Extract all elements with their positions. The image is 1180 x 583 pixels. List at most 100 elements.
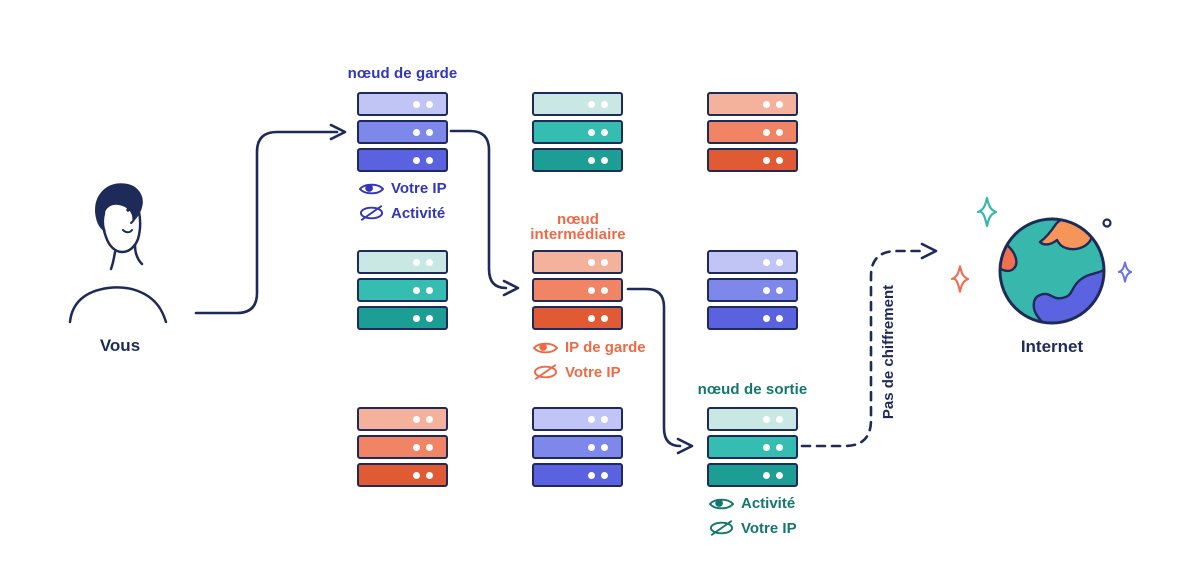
- info-row: Activité: [359, 204, 447, 222]
- sparkle-orange-icon: [950, 265, 970, 293]
- led-dot: [413, 314, 420, 322]
- led-dot: [776, 156, 783, 164]
- person-illustration: [68, 183, 168, 324]
- led-dot: [763, 415, 770, 423]
- dashed-arrow-no-encryption: [800, 242, 938, 448]
- server-stack-row2-col1: [357, 250, 448, 334]
- ring-dot-icon: [1102, 218, 1112, 228]
- server-bar: [532, 407, 623, 431]
- server-bar: [707, 250, 798, 274]
- guard-node-info: Votre IP Activité: [359, 180, 447, 222]
- led-dot: [588, 415, 595, 423]
- info-row: IP de garde: [533, 339, 646, 356]
- eye-open-icon: [359, 183, 384, 194]
- globe-illustration: [998, 217, 1106, 325]
- led-dot: [601, 258, 608, 266]
- led-dot: [588, 286, 595, 294]
- led-dot: [601, 286, 608, 294]
- middle-node-title: nœud intermédiaire: [530, 211, 626, 243]
- server-bar: [532, 306, 623, 330]
- server-bar: [532, 92, 623, 116]
- led-dot: [601, 415, 608, 423]
- led-dot: [426, 128, 433, 136]
- server-bar: [707, 148, 798, 172]
- server-bar: [357, 92, 448, 116]
- led-dot: [763, 156, 770, 164]
- server-stack-row3-col2: [532, 407, 623, 491]
- info-label: IP de garde: [565, 339, 646, 356]
- server-bar: [357, 306, 448, 330]
- eye-crossed-icon: [533, 364, 558, 380]
- internet-label: Internet: [1020, 337, 1084, 356]
- server-bar: [707, 463, 798, 487]
- server-bar: [357, 278, 448, 302]
- info-label: Votre IP: [391, 180, 447, 197]
- led-dot: [426, 156, 433, 164]
- server-bar: [532, 250, 623, 274]
- led-dot: [601, 314, 608, 322]
- led-dot: [426, 471, 433, 479]
- led-dot: [776, 443, 783, 451]
- server-bar: [532, 278, 623, 302]
- led-dot: [588, 258, 595, 266]
- led-dot: [588, 128, 595, 136]
- led-dot: [601, 100, 608, 108]
- led-dot: [413, 471, 420, 479]
- server-bar: [707, 407, 798, 431]
- led-dot: [426, 286, 433, 294]
- server-stack-row2-col3: [707, 250, 798, 334]
- led-dot: [413, 415, 420, 423]
- server-bar: [707, 435, 798, 459]
- server-stack-row3-col1: [357, 407, 448, 491]
- server-bar: [357, 463, 448, 487]
- exit-node-title: nœud de sortie: [697, 381, 808, 398]
- led-dot: [763, 100, 770, 108]
- server-stack-row1-col2: [532, 92, 623, 176]
- led-dot: [776, 314, 783, 322]
- led-dot: [588, 156, 595, 164]
- led-dot: [763, 471, 770, 479]
- info-row: Votre IP: [359, 180, 447, 197]
- info-label: Votre IP: [565, 363, 621, 381]
- guard-node-title: nœud de garde: [347, 65, 458, 82]
- info-label: Votre IP: [741, 519, 797, 537]
- led-dot: [776, 286, 783, 294]
- server-stack-row1-col3: [707, 92, 798, 176]
- led-dot: [413, 100, 420, 108]
- led-dot: [413, 443, 420, 451]
- led-dot: [413, 128, 420, 136]
- sparkle-blue-icon: [1117, 261, 1133, 283]
- led-dot: [776, 128, 783, 136]
- led-dot: [426, 443, 433, 451]
- led-dot: [588, 100, 595, 108]
- eye-crossed-icon: [709, 520, 734, 536]
- eye-open-icon: [533, 342, 558, 353]
- exit-node-info: Activité Votre IP: [709, 495, 797, 537]
- server-bar: [357, 148, 448, 172]
- server-bar: [532, 435, 623, 459]
- led-dot: [776, 100, 783, 108]
- info-row: Votre IP: [709, 519, 797, 537]
- server-bar: [532, 148, 623, 172]
- server-bar: [357, 435, 448, 459]
- led-dot: [763, 258, 770, 266]
- led-dot: [426, 100, 433, 108]
- led-dot: [588, 471, 595, 479]
- led-dot: [763, 128, 770, 136]
- server-bar: [357, 120, 448, 144]
- led-dot: [776, 471, 783, 479]
- led-dot: [776, 415, 783, 423]
- led-dot: [601, 156, 608, 164]
- led-dot: [413, 286, 420, 294]
- info-row: Activité: [709, 495, 797, 512]
- eye-open-icon: [709, 498, 734, 509]
- middle-node-info: IP de garde Votre IP: [533, 339, 646, 381]
- server-bar: [532, 120, 623, 144]
- led-dot: [426, 314, 433, 322]
- server-bar: [707, 306, 798, 330]
- led-dot: [588, 443, 595, 451]
- server-bar: [532, 463, 623, 487]
- server-bar: [707, 120, 798, 144]
- server-bar: [357, 407, 448, 431]
- led-dot: [588, 314, 595, 322]
